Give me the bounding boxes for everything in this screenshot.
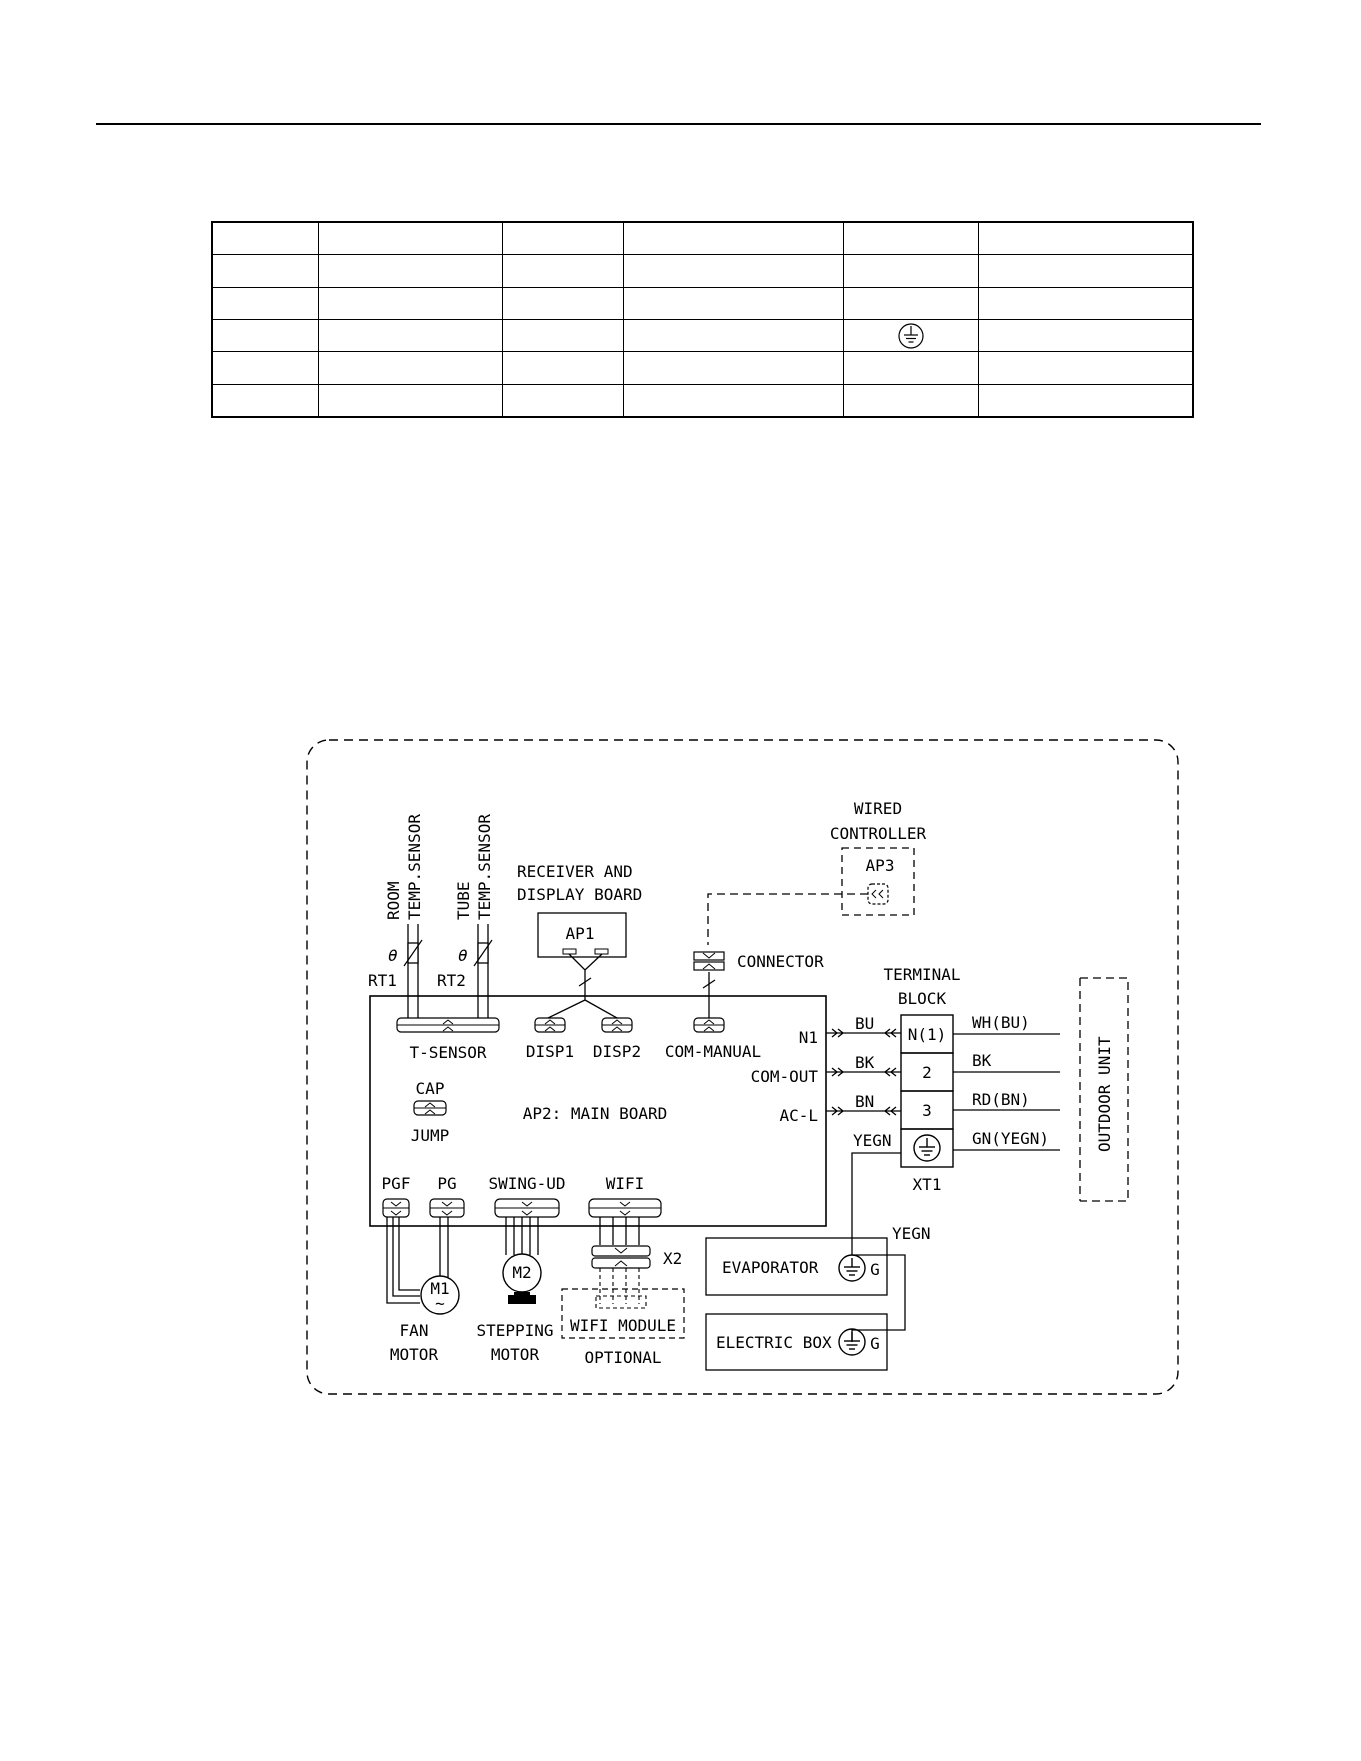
- wire-gn-yegn-label: GN(YEGN): [972, 1129, 1049, 1148]
- wire-yegn-right-label: YEGN: [892, 1224, 931, 1243]
- wire-bu-label: BU: [855, 1014, 874, 1033]
- ground-bond-wire: [851, 1254, 906, 1342]
- electric-box: [705, 1313, 888, 1371]
- outdoor-unit-label: OUTDOOR UNIT: [1095, 1036, 1114, 1152]
- main-board-label: AP2: MAIN BOARD: [523, 1104, 668, 1123]
- cap-jump-connector: [413, 1100, 447, 1116]
- n1-label: N1: [799, 1028, 818, 1047]
- outdoor-unit-bracket: [1079, 977, 1129, 1202]
- receiver-board-label-2: DISPLAY BOARD: [517, 885, 642, 904]
- room-sensor-label-2: TEMP.SENSOR: [405, 814, 424, 920]
- evaporator-g-label: G: [870, 1260, 880, 1279]
- ap3-connector: [867, 883, 889, 905]
- room-temp-sensor-rt1: θ: [388, 924, 423, 1018]
- terminal-block-label-2: BLOCK: [898, 989, 947, 1008]
- fan-motor-wiring: [386, 1217, 449, 1304]
- header-rule: [96, 123, 1261, 125]
- t-sensor-label: T-SENSOR: [409, 1043, 486, 1062]
- com-manual-label: COM-MANUAL: [665, 1042, 761, 1061]
- tube-sensor-label: TUBE: [454, 881, 473, 920]
- ap1-box: [537, 912, 627, 958]
- x2-connector: [591, 1245, 651, 1269]
- cap-label: CAP: [416, 1079, 445, 1098]
- evaporator-box: [705, 1237, 888, 1296]
- svg-text:~: ~: [435, 1294, 445, 1313]
- pg-label: PG: [437, 1174, 456, 1193]
- fan-motor-m1: M1 ~: [420, 1275, 460, 1315]
- x2-label: X2: [663, 1249, 682, 1268]
- room-sensor-label: ROOM: [384, 881, 403, 920]
- pgf-label: PGF: [382, 1174, 411, 1193]
- terminal-block-label: TERMINAL: [883, 965, 960, 984]
- pgf-connector: [382, 1198, 410, 1218]
- connector-symbol: [693, 951, 725, 971]
- wifi-module-box: [561, 1288, 685, 1339]
- wire-yegn-label: YEGN: [853, 1131, 892, 1150]
- receiver-board-label: RECEIVER AND: [517, 862, 633, 881]
- stepping-motor-label: STEPPING: [476, 1321, 553, 1340]
- electric-box-label: ELECTRIC BOX: [716, 1333, 832, 1352]
- terminal-to-outdoor-wires: [953, 1033, 1060, 1151]
- tube-temp-sensor-rt2: θ: [458, 924, 493, 1018]
- tube-sensor-label-2: TEMP.SENSOR: [475, 814, 494, 920]
- stepping-motor-label-2: MOTOR: [491, 1345, 540, 1364]
- wired-controller-label-2: CONTROLLER: [830, 824, 927, 843]
- stepping-motor-m2: M2: [502, 1253, 542, 1304]
- wire-bk-right-label: BK: [972, 1051, 992, 1070]
- legend-ground-cell: [842, 318, 979, 353]
- ground-icon: [897, 323, 924, 349]
- wire-wh-bu-label: WH(BU): [972, 1013, 1030, 1032]
- connector-label: CONNECTOR: [737, 952, 824, 971]
- swing-ud-connector: [494, 1198, 560, 1218]
- evaporator-label: EVAPORATOR: [722, 1258, 819, 1277]
- disp2-label: DISP2: [593, 1042, 641, 1061]
- ap1-label: AP1: [566, 924, 595, 943]
- unit-enclosure: [306, 739, 1179, 1395]
- electric-box-g-label: G: [870, 1334, 880, 1353]
- wire-bn-label: BN: [855, 1092, 874, 1111]
- symbol-legend-table: [211, 221, 1194, 418]
- pg-connector: [429, 1198, 465, 1218]
- terminal-n1: N(1): [908, 1025, 947, 1044]
- terminal-3: 3: [922, 1101, 932, 1120]
- xt1-label: XT1: [913, 1175, 942, 1194]
- wired-controller-label: WIRED: [854, 799, 902, 818]
- t-sensor-connector: [396, 1017, 500, 1033]
- svg-text:M1: M1: [430, 1279, 449, 1298]
- jump-label: JUMP: [411, 1126, 450, 1145]
- svg-text:θ: θ: [458, 946, 468, 965]
- fan-motor-label-2: MOTOR: [390, 1345, 439, 1364]
- wifi-connector: [588, 1198, 662, 1218]
- disp1-connector: [534, 1017, 566, 1033]
- wire-bk-label: BK: [855, 1053, 875, 1072]
- stepping-motor-wiring: [505, 1217, 539, 1255]
- svg-text:M2: M2: [512, 1263, 531, 1282]
- terminal-2: 2: [922, 1063, 932, 1082]
- evaporator-ground-icon: [838, 1254, 866, 1282]
- com-manual-connector: [693, 1017, 725, 1033]
- optional-label: OPTIONAL: [584, 1348, 661, 1367]
- ap3-label: AP3: [866, 856, 895, 875]
- wifi-module-wiring: [595, 1268, 647, 1309]
- wifi-label: WIFI: [606, 1174, 645, 1193]
- svg-text:θ: θ: [388, 946, 398, 965]
- com-out-label: COM-OUT: [751, 1067, 819, 1086]
- wired-controller-cable: [707, 893, 868, 945]
- wifi-cable: [599, 1217, 640, 1245]
- disp2-connector: [601, 1017, 633, 1033]
- board-to-terminal-wires: [826, 1028, 901, 1255]
- rt2-label: RT2: [437, 971, 466, 990]
- wifi-module-label: WIFI MODULE: [570, 1316, 676, 1335]
- display-board-cable: [547, 953, 618, 1019]
- wire-rd-bn-label: RD(BN): [972, 1090, 1030, 1109]
- ac-l-label: AC-L: [779, 1106, 818, 1125]
- rt1-label: RT1: [368, 971, 397, 990]
- fan-motor-label: FAN: [400, 1321, 429, 1340]
- swing-ud-label: SWING-UD: [488, 1174, 565, 1193]
- disp1-label: DISP1: [526, 1042, 574, 1061]
- wired-controller-box: [841, 847, 915, 916]
